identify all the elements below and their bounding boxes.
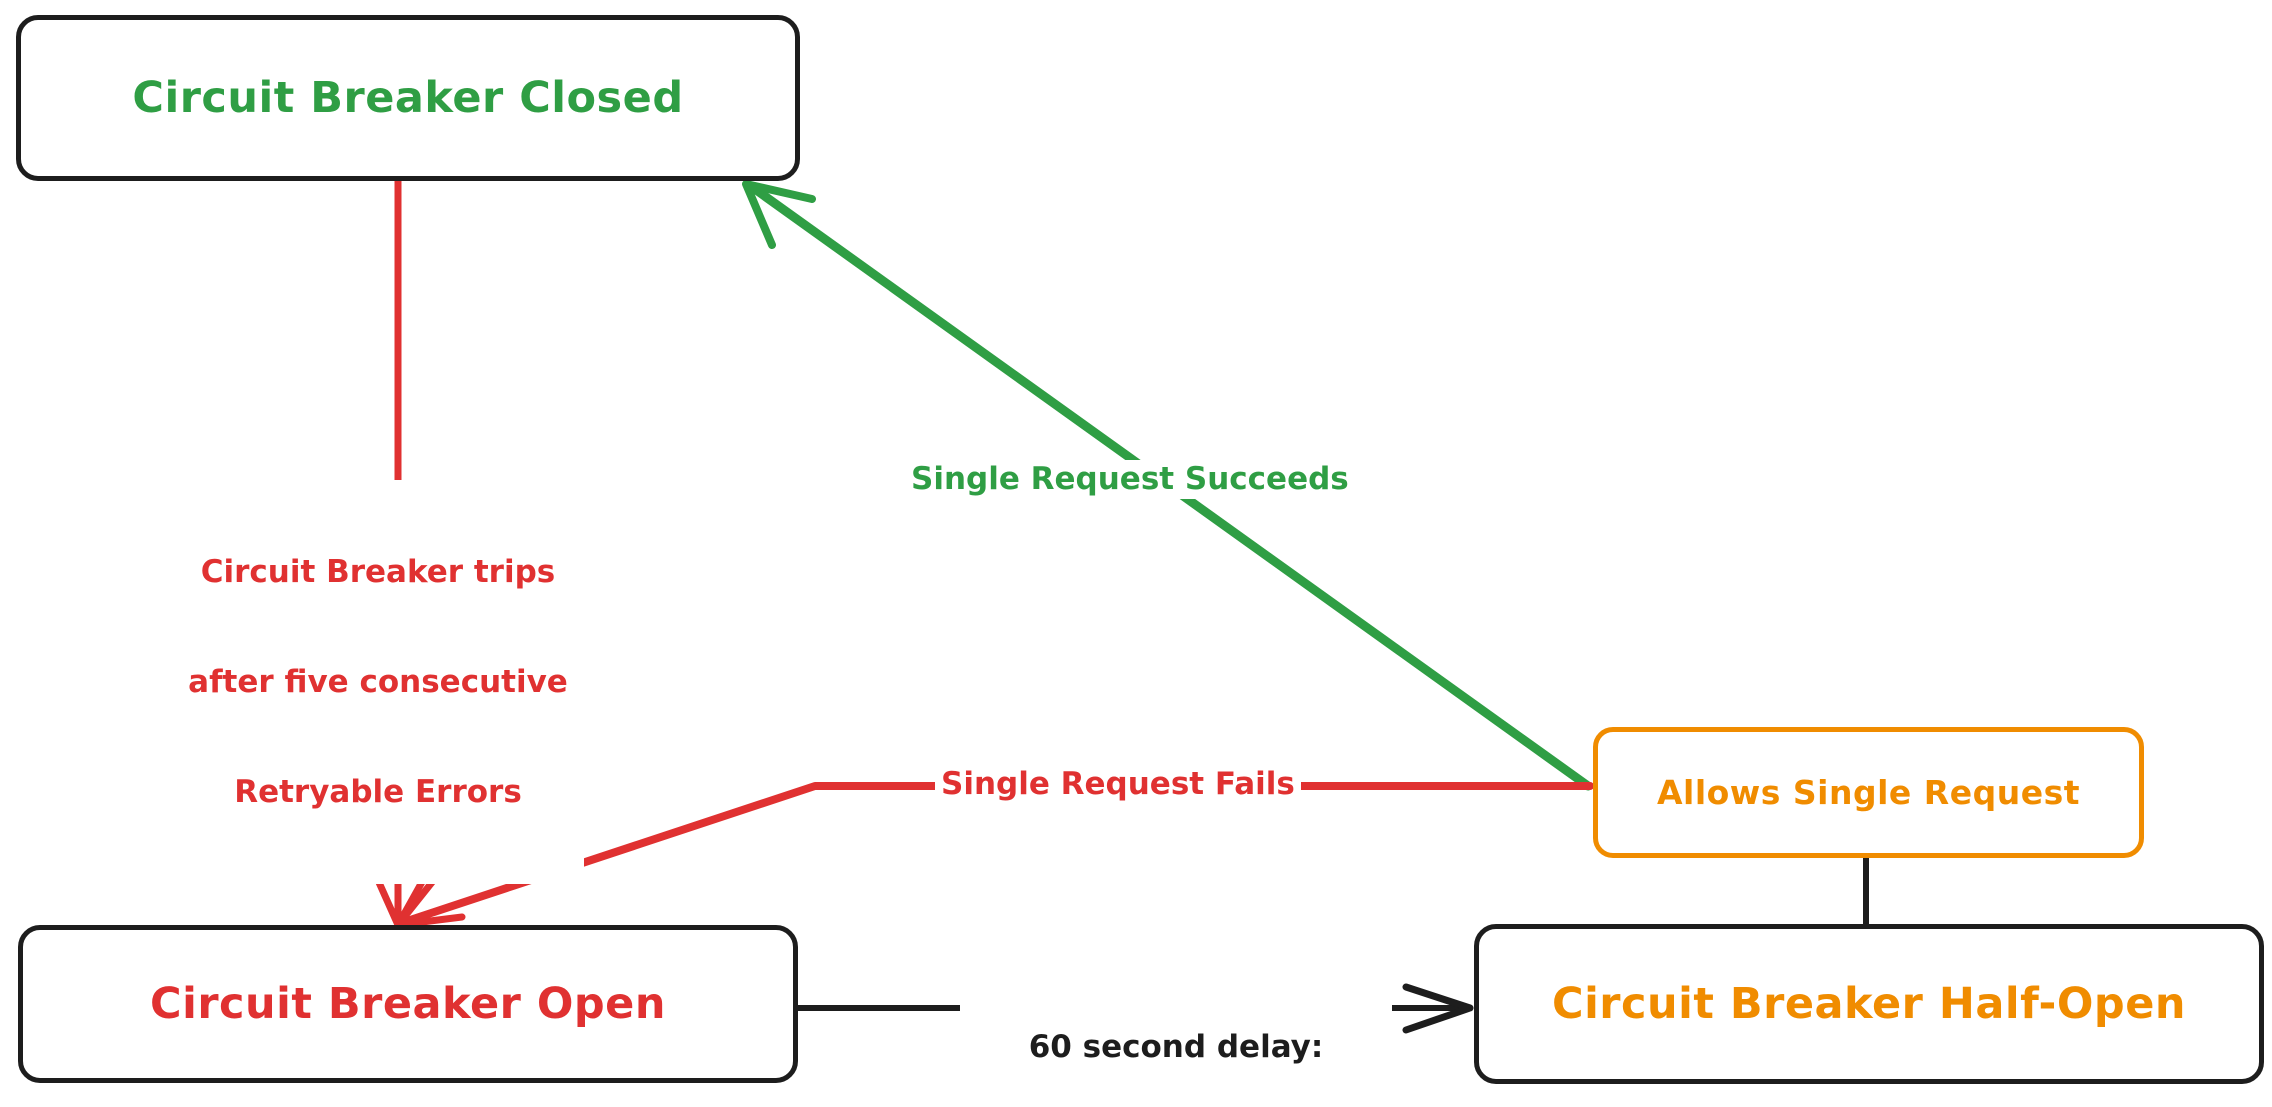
edge-label-allows-to-open: Single Request Fails — [935, 765, 1301, 804]
node-circuit-breaker-open[interactable]: Circuit Breaker Open — [18, 925, 798, 1083]
edge-label-line: after five consecutive — [188, 663, 568, 700]
node-label-closed: Circuit Breaker Closed — [132, 73, 684, 123]
node-allows-single-request[interactable]: Allows Single Request — [1593, 727, 2144, 858]
node-label-open: Circuit Breaker Open — [150, 979, 666, 1029]
node-circuit-breaker-half-open[interactable]: Circuit Breaker Half-Open — [1474, 924, 2264, 1084]
edge-label-line: Circuit Breaker trips — [200, 554, 556, 591]
node-label-allows: Allows Single Request — [1656, 773, 2081, 812]
node-circuit-breaker-closed[interactable]: Circuit Breaker Closed — [16, 15, 800, 181]
edge-label-line: Retryable Errors — [234, 773, 522, 810]
node-label-half-open: Circuit Breaker Half-Open — [1552, 979, 2186, 1029]
edge-label-open-to-half-open: 60 second delay: No requests allowed — [960, 955, 1392, 1107]
edge-label-line: 60 second delay: — [1028, 1029, 1324, 1066]
edge-label-closed-to-open: Circuit Breaker trips after five consecu… — [172, 480, 584, 885]
edge-label-allows-to-closed: Single Request Succeeds — [905, 460, 1355, 499]
